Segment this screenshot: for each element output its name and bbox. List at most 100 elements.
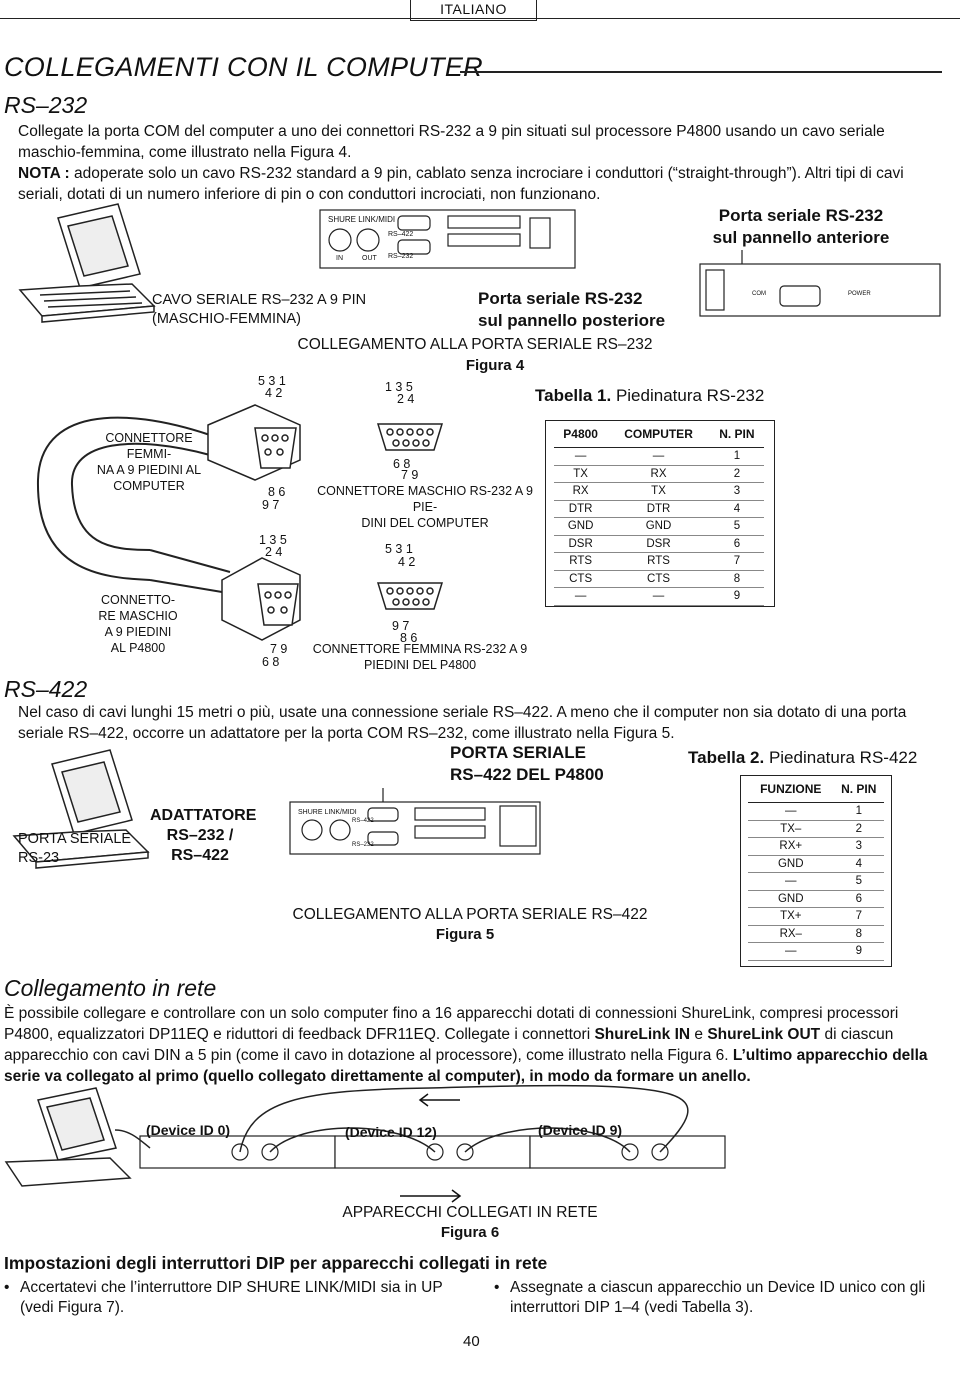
table1-cell: 8	[709, 570, 764, 588]
table1-cell: DTR	[554, 500, 608, 518]
table1-cell: —	[607, 587, 710, 606]
table1-cell: RX	[554, 482, 608, 501]
table2-cell: TX+	[748, 907, 834, 926]
p4800-rs422-port-label: PORTA SERIALE RS–422 DEL P4800	[450, 743, 604, 784]
network-para-text2: di ciascun apparecchio con cavi DIN a 5 …	[4, 1026, 894, 1064]
figure5-caption-number: Figura 5	[435, 926, 495, 943]
shurelink-in-text: ShureLink IN	[594, 1026, 691, 1043]
loop-arrows	[400, 1093, 462, 1203]
svg-text:RS–232: RS–232	[352, 842, 374, 848]
table1-header-cell: P4800	[554, 421, 608, 448]
table1-cell: —	[554, 587, 608, 606]
table2-row: —9	[748, 942, 884, 961]
table1-title-rest: Piedinatura RS-232	[611, 386, 765, 405]
device-0-panel	[139, 1135, 336, 1169]
female-computer-label: CONNETTORE FEMMI- NA A 9 PIEDINI AL COMP…	[96, 431, 202, 493]
adapter-label: ADATTATORE RS–232 / RS–422	[150, 807, 257, 864]
dip-heading: Impostazioni degli interruttori DIP per …	[4, 1253, 548, 1273]
shurelink-out-text: ShureLink OUT	[707, 1026, 821, 1043]
female-p4800-label: CONNETTORE FEMMINA RS-232 A 9 PIEDINI DE…	[312, 642, 528, 672]
svg-text:IN: IN	[336, 255, 343, 262]
pins-a-top: 5 3 1	[258, 374, 286, 388]
table1-cell: 4	[709, 500, 764, 518]
table2-row: TX+7	[748, 907, 884, 926]
figure6-drawing	[4, 1084, 726, 1203]
table2-cell: GND	[748, 855, 834, 873]
figure4-drawing: SHURE LINK/MIDI RS–422 RS–232 IN OUT COM…	[18, 203, 941, 641]
male-computer-label: CONNETTORE MASCHIO RS-232 A 9 PIE- DINI …	[317, 484, 533, 530]
table1-cell: CTS	[554, 570, 608, 588]
pins-b-mid: 2 4	[397, 392, 415, 406]
table2-cell: 3	[833, 837, 884, 856]
note-text: adoperate solo un cavo RS-232 standard a…	[18, 165, 904, 203]
table1-cell: 9	[709, 587, 764, 606]
db9-male-computer	[376, 423, 444, 451]
table2-row: —1	[748, 802, 884, 821]
svg-text:SHURE LINK/MIDI: SHURE LINK/MIDI	[298, 809, 357, 816]
pins-c-top: 1 3 5	[259, 533, 287, 547]
table1-cell: 5	[709, 517, 764, 536]
table2-cell: RX+	[748, 837, 834, 856]
table1-header-cell: COMPUTER	[607, 421, 710, 448]
rs232-note: NOTA : adoperate solo un cavo RS-232 sta…	[18, 163, 943, 205]
table2-title: Tabella 2. Piedinatura RS-422	[688, 748, 917, 768]
front-port-label: Porta seriale RS-232 sul pannello anteri…	[712, 206, 890, 247]
rear-port-label: Porta seriale RS-232 sul pannello poster…	[478, 289, 666, 330]
table2-cell: GND	[748, 890, 834, 908]
pins-b-b1: 6 8	[393, 457, 411, 471]
table2-cell: 6	[833, 890, 884, 908]
pins-a-b2: 9 7	[262, 498, 280, 512]
table1-cell: GND	[554, 517, 608, 536]
table1-row: ——9	[554, 587, 764, 606]
laptop-icon	[4, 1087, 132, 1187]
table1-cell: TX	[607, 482, 710, 501]
network-para: È possibile collegare e controllare con …	[4, 1003, 944, 1087]
table2-row: RX+3	[748, 837, 884, 856]
table2-cell: 8	[833, 925, 884, 943]
network-para-bold: L’ultimo apparecchio della serie va coll…	[4, 1047, 928, 1085]
pc-serial-port-label: PORTA SERIALE RS-23	[18, 831, 132, 866]
header-rule	[0, 18, 960, 19]
rs232-heading: RS–232	[4, 92, 88, 118]
table1-cell: DTR	[607, 500, 710, 518]
table1-cell: DSR	[554, 535, 608, 553]
pins-a-mid: 4 2	[265, 386, 283, 400]
table2-header-cell: N. PIN	[833, 776, 884, 803]
table2-cell: 9	[833, 942, 884, 961]
title-rule	[460, 71, 942, 73]
device-id-12: (Device ID 12)	[345, 1124, 437, 1140]
table1-title-bold: Tabella 1.	[535, 386, 612, 405]
pins-d-top: 5 3 1	[385, 542, 413, 556]
table1-cell: RTS	[554, 552, 608, 571]
pins-b-top: 1 3 5	[385, 380, 413, 394]
table1-cell: GND	[607, 517, 710, 536]
p4800-rear-panel	[289, 801, 541, 855]
device-id-0: (Device ID 0)	[146, 1122, 231, 1138]
pins-c-b1: 7 9	[270, 642, 288, 656]
pins-c-b2: 6 8	[262, 655, 280, 669]
table2-cell: 2	[833, 820, 884, 838]
table2-cell: 7	[833, 907, 884, 926]
pins-c-mid: 2 4	[265, 545, 283, 559]
svg-text:OUT: OUT	[362, 255, 378, 262]
male-connector-p	[221, 557, 301, 641]
svg-text:RS–232: RS–232	[388, 253, 413, 260]
rs422-para: Nel caso di cavi lunghi 15 metri o più, …	[18, 704, 907, 742]
table1-cell: 7	[709, 552, 764, 571]
svg-text:RS–422: RS–422	[388, 231, 413, 238]
table1-cell: RX	[607, 465, 710, 483]
